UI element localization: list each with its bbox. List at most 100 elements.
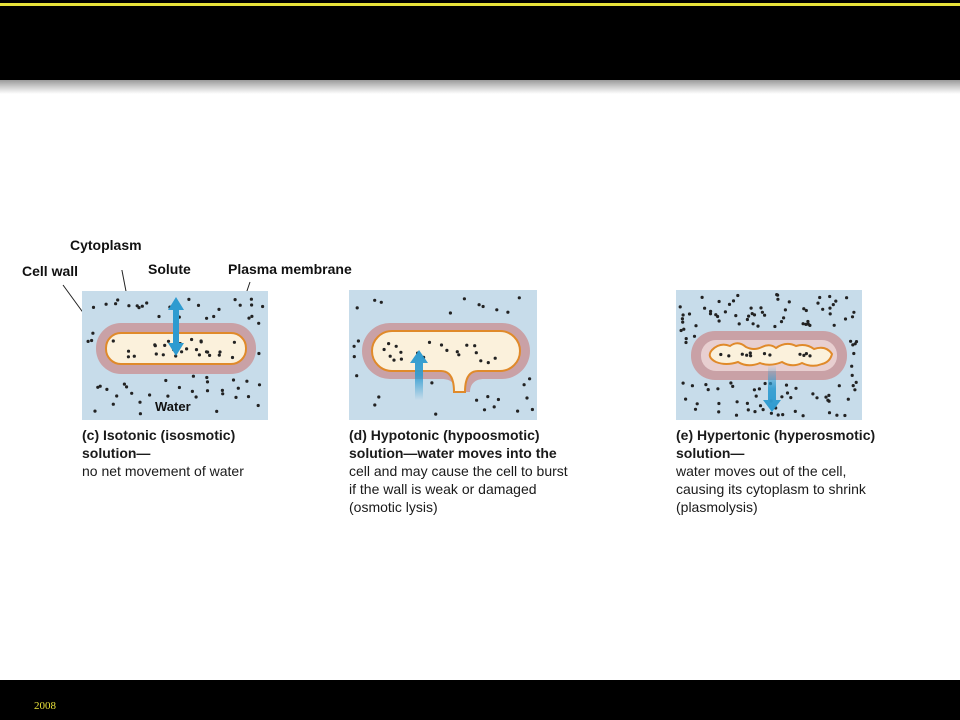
solute-dot bbox=[130, 391, 134, 395]
solute-dot bbox=[140, 304, 144, 308]
solute-dot bbox=[217, 307, 221, 311]
solute-dot bbox=[693, 407, 698, 411]
solute-dot bbox=[828, 294, 832, 299]
solute-dot bbox=[261, 304, 265, 309]
solute-dot bbox=[373, 298, 377, 302]
solute-dot bbox=[852, 351, 856, 356]
solute-dot bbox=[355, 374, 359, 378]
solute-dot bbox=[233, 298, 237, 302]
solute-dot bbox=[804, 322, 808, 326]
solute-dot bbox=[785, 391, 790, 395]
solute-dot bbox=[781, 413, 785, 417]
solute-dot bbox=[462, 297, 466, 301]
solute-dot bbox=[194, 395, 198, 399]
solute-dot bbox=[734, 413, 739, 417]
solute-dot bbox=[852, 310, 856, 314]
solute-dot bbox=[827, 393, 831, 397]
solute-dot bbox=[760, 310, 765, 314]
solute-dot bbox=[257, 321, 261, 325]
solute-dot bbox=[399, 350, 403, 354]
solute-dot bbox=[122, 382, 126, 386]
solute-dot bbox=[681, 320, 685, 324]
solute-dot bbox=[808, 354, 812, 358]
solute-dot bbox=[729, 381, 733, 385]
solute-dot bbox=[236, 386, 240, 390]
solute-dot bbox=[161, 353, 165, 357]
solute-dot bbox=[843, 413, 847, 418]
water-outflow-arrow bbox=[763, 365, 781, 412]
solute-dot bbox=[853, 388, 857, 392]
solute-dot bbox=[787, 300, 791, 304]
solute-dot bbox=[704, 383, 708, 387]
solute-dot bbox=[746, 408, 750, 412]
solute-dot bbox=[846, 397, 850, 401]
solute-dot bbox=[740, 352, 744, 356]
solute-dot bbox=[708, 312, 713, 316]
caption-d-body-3: (osmotic lysis) bbox=[349, 499, 438, 515]
solute-dot bbox=[714, 313, 718, 317]
solute-dot bbox=[496, 397, 500, 402]
solute-dot bbox=[824, 395, 828, 399]
solute-dot bbox=[377, 395, 381, 399]
solute-dot bbox=[125, 385, 129, 389]
solute-dot bbox=[706, 388, 710, 392]
solute-dot bbox=[257, 383, 262, 387]
solute-dot bbox=[854, 380, 858, 384]
solute-dot bbox=[530, 407, 535, 412]
label-water: Water bbox=[155, 399, 191, 414]
solute-dot bbox=[776, 293, 780, 297]
solute-dot bbox=[217, 353, 221, 357]
solute-dot bbox=[727, 302, 732, 306]
solute-dot bbox=[843, 317, 848, 321]
solute-dot bbox=[126, 355, 130, 359]
solute-dot bbox=[736, 293, 740, 298]
solute-dot bbox=[190, 337, 194, 342]
solute-dot bbox=[218, 350, 222, 354]
solute-dot bbox=[486, 361, 490, 365]
solute-dot bbox=[680, 317, 685, 321]
solute-dot bbox=[246, 395, 251, 399]
solute-dot bbox=[379, 300, 383, 304]
solute-dot bbox=[90, 338, 94, 343]
solute-dot bbox=[759, 306, 763, 310]
solute-dot bbox=[486, 395, 490, 399]
caption-e-line2: solution— bbox=[676, 445, 745, 461]
caption-e-head: (e) Hypertonic (hyperosmotic) bbox=[676, 427, 876, 443]
solute-dot bbox=[801, 322, 805, 326]
solute-dot bbox=[806, 319, 810, 324]
solute-dot bbox=[717, 401, 721, 406]
solute-dot bbox=[427, 340, 432, 344]
solute-dot bbox=[776, 297, 780, 301]
solute-dot bbox=[457, 353, 461, 357]
solute-dot bbox=[749, 354, 753, 358]
solute-dot bbox=[250, 314, 254, 318]
solute-dot bbox=[221, 392, 225, 396]
solute-dot bbox=[804, 352, 809, 356]
solute-dot bbox=[690, 384, 695, 388]
solute-dot bbox=[157, 314, 161, 319]
solute-dot bbox=[111, 402, 115, 406]
solute-dot bbox=[749, 306, 753, 310]
solute-dot bbox=[212, 314, 216, 319]
solute-dot bbox=[206, 350, 210, 354]
caption-e-body-3: (plasmolysis) bbox=[676, 499, 758, 515]
solute-dot bbox=[850, 373, 854, 377]
solute-dot bbox=[135, 304, 139, 308]
solute-dot bbox=[837, 384, 841, 388]
label-cytoplasm: Cytoplasm bbox=[70, 237, 142, 253]
solute-dot bbox=[495, 308, 499, 312]
solute-dot bbox=[145, 301, 149, 305]
water-inflow-arrow bbox=[410, 350, 428, 400]
solute-dot bbox=[238, 303, 242, 307]
solute-dot bbox=[166, 339, 171, 343]
solute-dot bbox=[752, 388, 757, 392]
solute-dot bbox=[682, 327, 686, 331]
solute-dot bbox=[493, 356, 497, 360]
solute-dot bbox=[734, 314, 738, 318]
solute-dot bbox=[220, 388, 224, 392]
solute-dot bbox=[828, 312, 832, 316]
solute-dot bbox=[115, 394, 119, 398]
solute-dot bbox=[745, 353, 749, 357]
solute-dot bbox=[205, 375, 209, 380]
solute-dot bbox=[245, 379, 249, 383]
